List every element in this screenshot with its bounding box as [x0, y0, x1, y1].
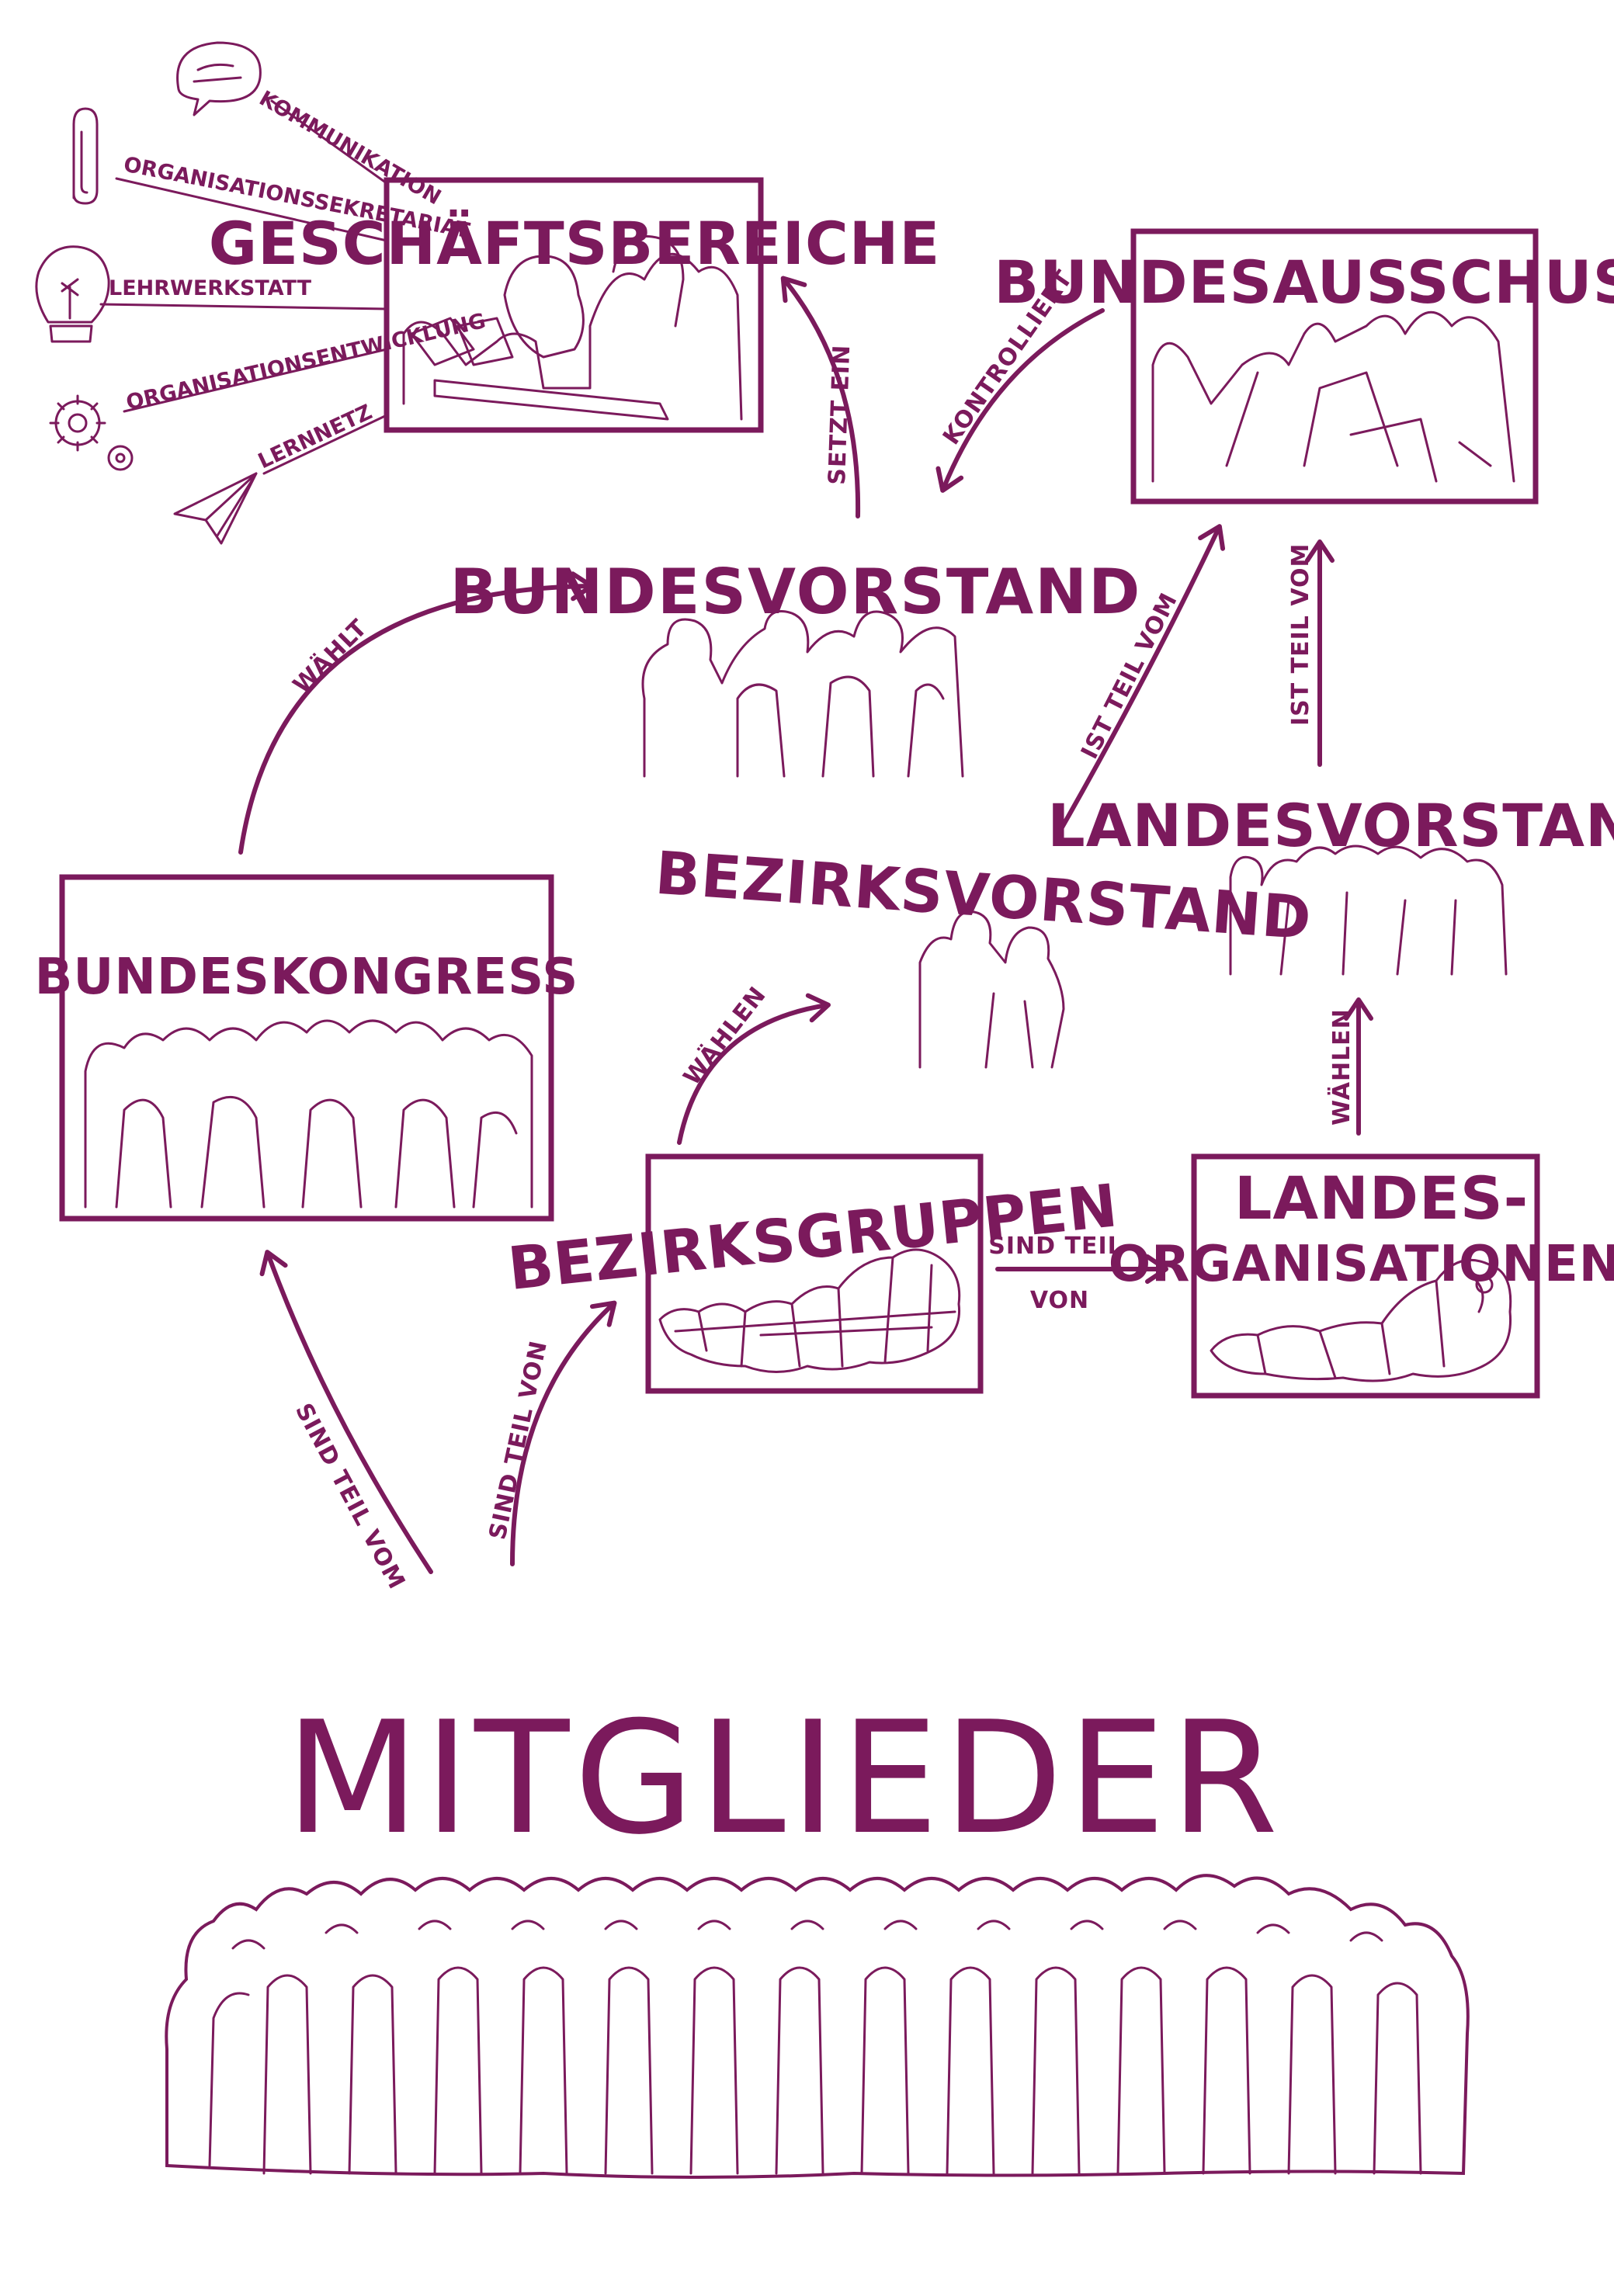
mitglieder-crowd-icon [165, 1874, 1470, 2179]
arrow-setzt-ein [780, 276, 861, 519]
edge-label-ist-teil-vom-2: IST TEIL VOM [1287, 543, 1314, 726]
bundeskongress-box: BUNDESKONGRESS [35, 874, 579, 1222]
landesvorstand-label: LANDESVORSTAND [1047, 791, 1614, 860]
landesorganisationen-box: LANDES- ORGANISATIONEN [1109, 1153, 1614, 1399]
edge-label-sind-teil-von-line1: SIND TEIL [988, 1233, 1123, 1260]
paper-plane-icon [173, 472, 258, 545]
geschaeftsbereiche-label: GESCHÄFTSBEREICHE [209, 209, 941, 278]
department-label-lernnetz: LERNNETZ [255, 400, 376, 473]
bundesvorstand-crowd-icon [641, 610, 964, 778]
arrow-kontrolliert [935, 308, 1105, 493]
edge-label-sind-teil-von: SIND TEIL VON [484, 1338, 554, 1542]
edge-label-setzt-ein: SETZT EIN [824, 344, 856, 485]
gears-icon [49, 394, 134, 471]
edge-label-sind-teil-von-line2: VON [1030, 1287, 1089, 1314]
austria-states-map-icon [1210, 1258, 1512, 1382]
geschaeftsbereiche-crowd-icon [402, 235, 743, 421]
bundesvorstand-label: BUNDESVORSTAND [450, 556, 1142, 628]
lightbulb-icon [35, 245, 110, 343]
landesorganisationen-label-line2: ORGANISATIONEN [1109, 1236, 1614, 1293]
department-label-lehrwerkstatt: LEHRWERKSTATT [109, 276, 312, 300]
bundesausschuss-box: BUNDESAUSSCHUSS [994, 228, 1614, 505]
bundesvorstand-group: BUNDESVORSTAND [450, 556, 1142, 778]
mitglieder-label: MITGLIEDER [286, 1688, 1283, 1869]
speech-bubble-icon [176, 41, 262, 116]
geschaeftsbereiche-box: GESCHÄFTSBEREICHE [209, 177, 941, 433]
bundeskongress-label: BUNDESKONGRESS [35, 949, 579, 1006]
arrow-sind-teil-von-bezirksgruppen [510, 1300, 617, 1566]
arrow-waehlt [238, 571, 594, 855]
edge-label-waehlen-landes: WÄHLEN [1328, 1008, 1355, 1125]
edge-label-waehlt: WÄHLT [287, 614, 373, 699]
arrow-waehlen-bezirk [677, 993, 831, 1145]
bundesausschuss-crowd-icon [1151, 310, 1515, 483]
arrow-sind-teil-vom-bundeskongress [259, 1250, 433, 1574]
austria-districts-map-icon [658, 1248, 961, 1373]
edge-label-sind-teil-vom: SIND TEIL VOM [290, 1399, 411, 1594]
bezirksvorstand-crowd-icon [918, 910, 1065, 1069]
landesvorstand-group: LANDESVORSTAND [1047, 791, 1614, 976]
departments: KOMMUNIKATION ORGANISATIONSSEKRETARIAT L… [35, 41, 488, 545]
paperclip-icon [72, 107, 99, 205]
bundesausschuss-label: BUNDESAUSSCHUSS [994, 248, 1614, 317]
edge-label-waehlen-bezirk: WÄHLEN [678, 981, 772, 1091]
landesorganisationen-label-line1: LANDES- [1234, 1164, 1529, 1233]
landesvorstand-crowd-icon [1229, 845, 1508, 976]
mitglieder-group: MITGLIEDER [165, 1688, 1470, 2179]
arrow-ist-teil-vom-bezirksvorstand [1053, 524, 1226, 841]
bundeskongress-crowd-icon [84, 1019, 533, 1209]
bezirksgruppen-box: BEZIRKSGRUPPEN [505, 1153, 1121, 1394]
